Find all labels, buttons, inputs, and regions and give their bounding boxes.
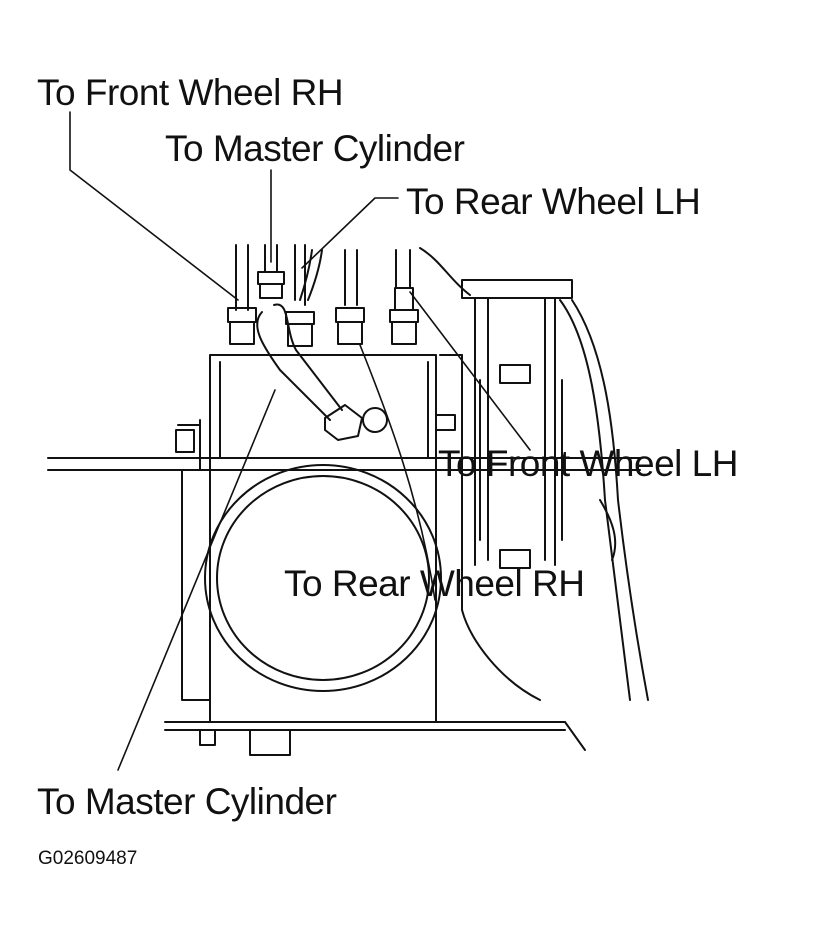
label-front-wheel-lh: To Front Wheel LH: [438, 443, 738, 484]
frame-bar: [47, 457, 641, 471]
right-hose-bracket: [419, 247, 649, 701]
actuator-body: [175, 354, 456, 723]
motor-housing: [204, 464, 442, 692]
label-rear-wheel-rh: To Rear Wheel RH: [284, 563, 585, 604]
brake-line-fittings: [227, 244, 419, 347]
figure-id: G02609487: [38, 848, 138, 869]
label-master-cylinder-bottom: To Master Cylinder: [37, 781, 337, 822]
label-front-wheel-rh: To Front Wheel RH: [37, 72, 344, 113]
leader-lines: [69, 111, 531, 771]
label-master-cylinder-top: To Master Cylinder: [165, 128, 465, 169]
master-cylinder-pipe: [256, 249, 388, 441]
label-rear-wheel-lh: To Rear Wheel LH: [406, 181, 701, 222]
base-plate: [164, 721, 586, 756]
